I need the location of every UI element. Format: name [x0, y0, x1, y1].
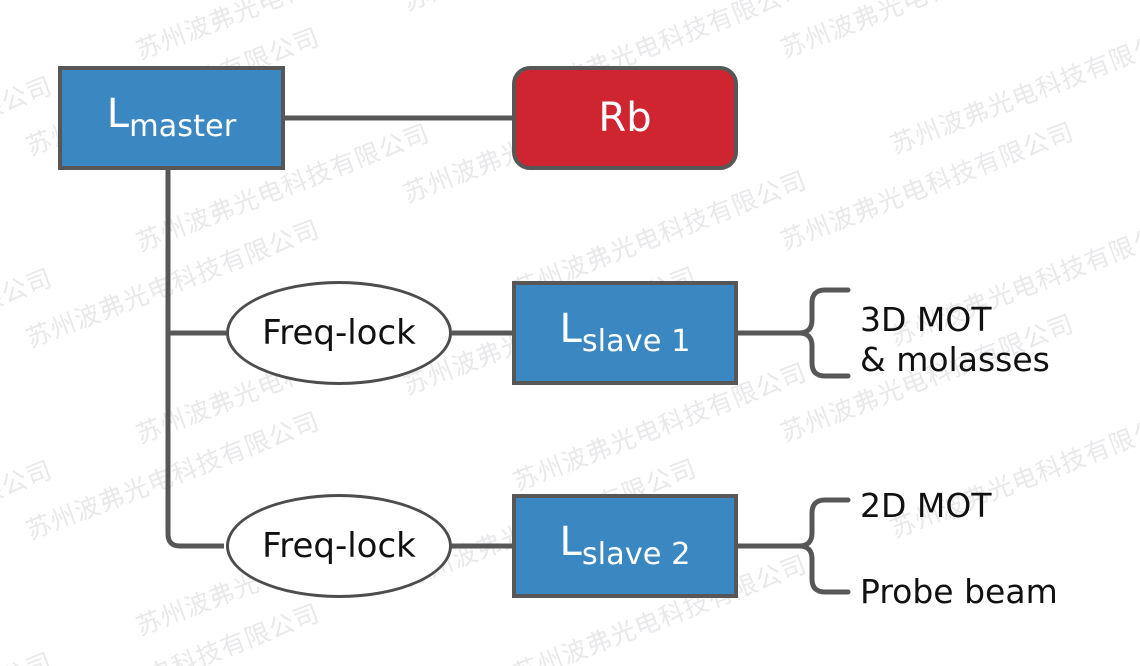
- output-label-slave2-line1: 2D MOT: [860, 486, 992, 525]
- node-laser-slave-2-sub: slave 2: [581, 536, 691, 572]
- brace-slave2-outputs: [796, 497, 851, 595]
- node-laser-slave-1-base: L: [559, 305, 582, 352]
- node-laser-slave-1-sub: slave 1: [581, 323, 691, 359]
- edge-master-bus: [165, 170, 224, 549]
- node-laser-master-label: Lmaster: [107, 94, 236, 143]
- node-rb-cell-label: Rb: [598, 95, 652, 141]
- node-laser-master[interactable]: Lmaster: [58, 66, 285, 170]
- node-freq-lock-2[interactable]: Freq-lock: [226, 494, 452, 598]
- output-label-slave1-line2: & molasses: [860, 340, 1050, 380]
- node-laser-slave-1[interactable]: Lslave 1: [512, 281, 738, 385]
- node-freq-lock-1-label: Freq-lock: [262, 313, 416, 353]
- node-freq-lock-1[interactable]: Freq-lock: [226, 281, 452, 385]
- node-laser-slave-2[interactable]: Lslave 2: [512, 494, 738, 598]
- node-rb-cell[interactable]: Rb: [512, 66, 738, 170]
- output-label-slave1: 3D MOT & molasses: [860, 300, 1050, 381]
- output-label-slave1-line1: 3D MOT: [860, 300, 992, 339]
- output-label-slave2-line2: Probe beam: [860, 572, 1058, 611]
- node-laser-master-base: L: [106, 90, 130, 137]
- node-laser-slave-2-label: Lslave 2: [560, 522, 691, 571]
- node-laser-slave-2-base: L: [559, 518, 582, 565]
- node-freq-lock-2-label: Freq-lock: [262, 526, 416, 566]
- node-laser-master-sub: master: [129, 108, 237, 144]
- node-laser-slave-1-label: Lslave 1: [560, 309, 691, 358]
- brace-slave1-outputs: [796, 287, 851, 379]
